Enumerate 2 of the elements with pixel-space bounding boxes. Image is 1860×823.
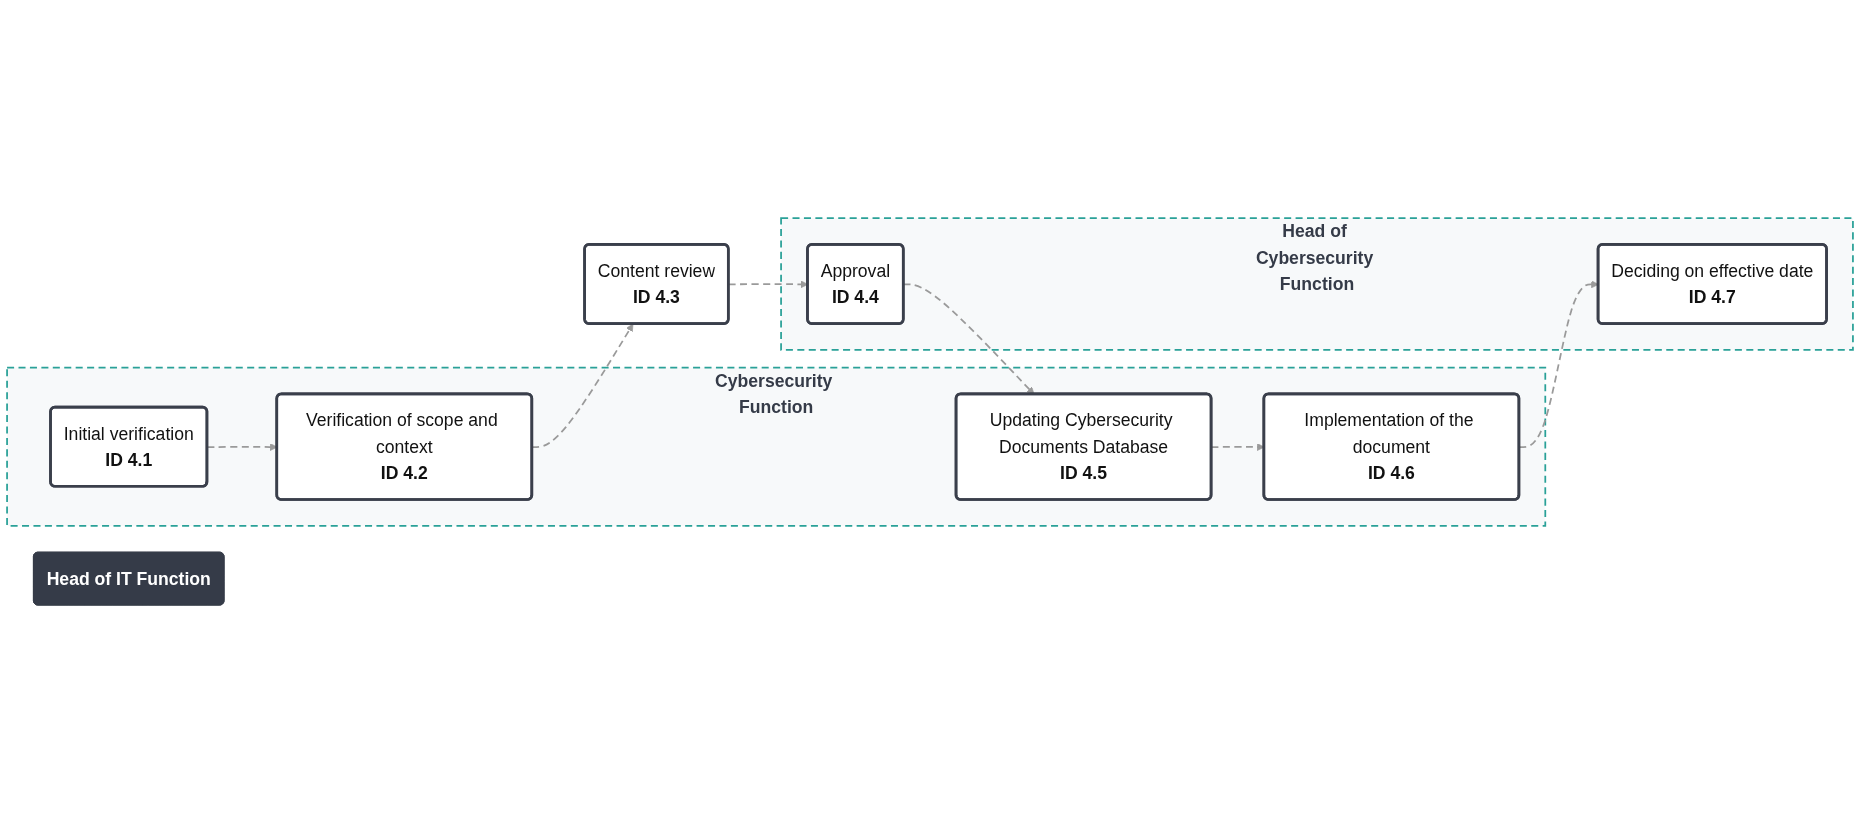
arrow xyxy=(531,323,634,448)
arrow xyxy=(1518,280,1599,448)
